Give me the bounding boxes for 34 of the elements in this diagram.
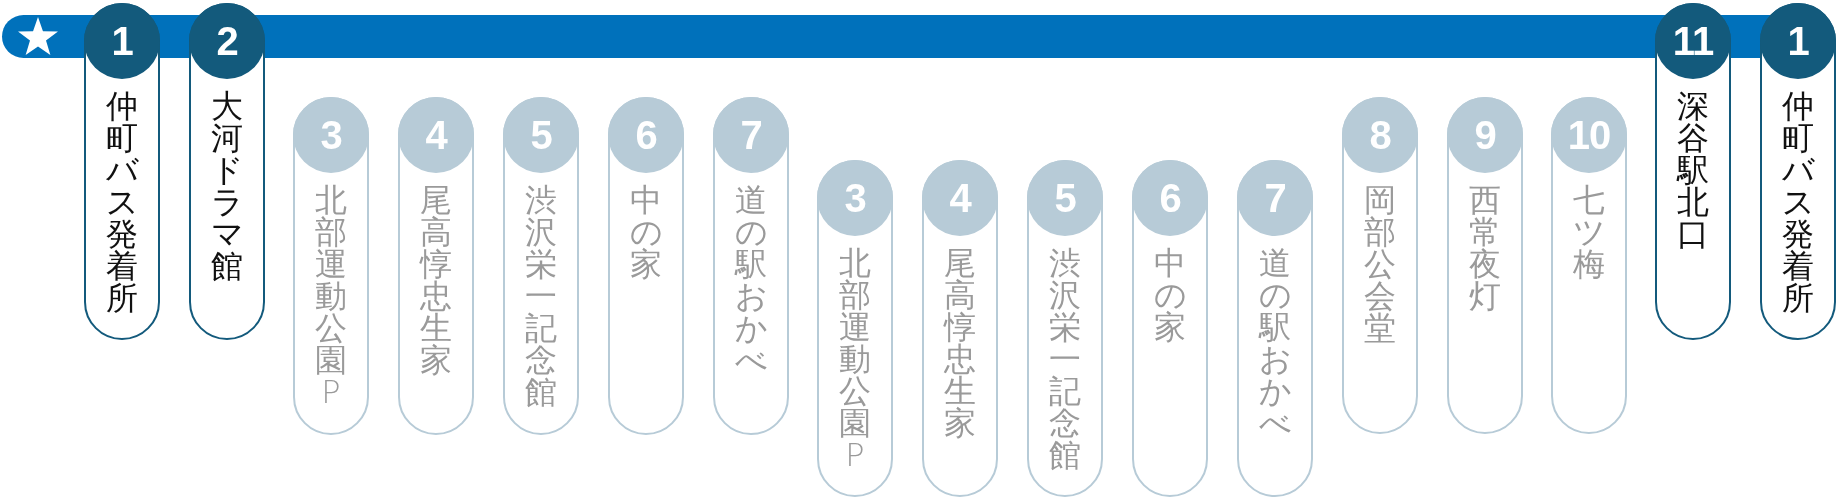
stop-number: 2 <box>189 3 265 79</box>
stop-number: 1 <box>84 3 160 79</box>
stop-name: 中の家 <box>628 184 664 280</box>
stop-number: 4 <box>922 160 998 236</box>
stop-number: 6 <box>1132 160 1208 236</box>
stop-name: 尾高惇忠生家 <box>942 247 977 439</box>
stop-number: 11 <box>1655 3 1731 79</box>
stop-number: 1 <box>1760 3 1836 79</box>
stop-name: 渋沢栄一記念館 <box>524 184 558 408</box>
stop-number: 5 <box>503 97 579 173</box>
stop-name: 中の家 <box>1152 247 1188 343</box>
stop-name: 仲町バス発着所 <box>104 90 140 314</box>
stop-number: 8 <box>1342 97 1418 173</box>
stop-name: 道の駅おかべ <box>733 184 769 376</box>
stop-name: 西常夜灯 <box>1468 184 1502 312</box>
stop-name: 尾高惇忠生家 <box>418 184 453 376</box>
stop-name: 七ツ梅 <box>1571 184 1607 280</box>
stop-number: 3 <box>293 97 369 173</box>
stop-number: 5 <box>1027 160 1103 236</box>
stop-number: 7 <box>713 97 789 173</box>
stop-name: 深谷駅北口 <box>1675 90 1710 250</box>
stop-name: 北部運動公園P <box>314 184 348 408</box>
stop-number: 7 <box>1237 160 1313 236</box>
stop-number: 9 <box>1447 97 1523 173</box>
stop-name: 渋沢栄一記念館 <box>1048 247 1082 471</box>
stop-number: 4 <box>398 97 474 173</box>
stop-number: 10 <box>1551 97 1627 173</box>
stop-number: 6 <box>608 97 684 173</box>
stop-name: 大河ドラマ館 <box>209 90 245 282</box>
stop-name: 北部運動公園P <box>838 247 872 471</box>
stop-name: 仲町バス発着所 <box>1780 90 1816 314</box>
stop-number: 3 <box>817 160 893 236</box>
stop-name: 道の駅おかべ <box>1257 247 1293 439</box>
stop-name: 岡部公会堂 <box>1363 184 1397 344</box>
